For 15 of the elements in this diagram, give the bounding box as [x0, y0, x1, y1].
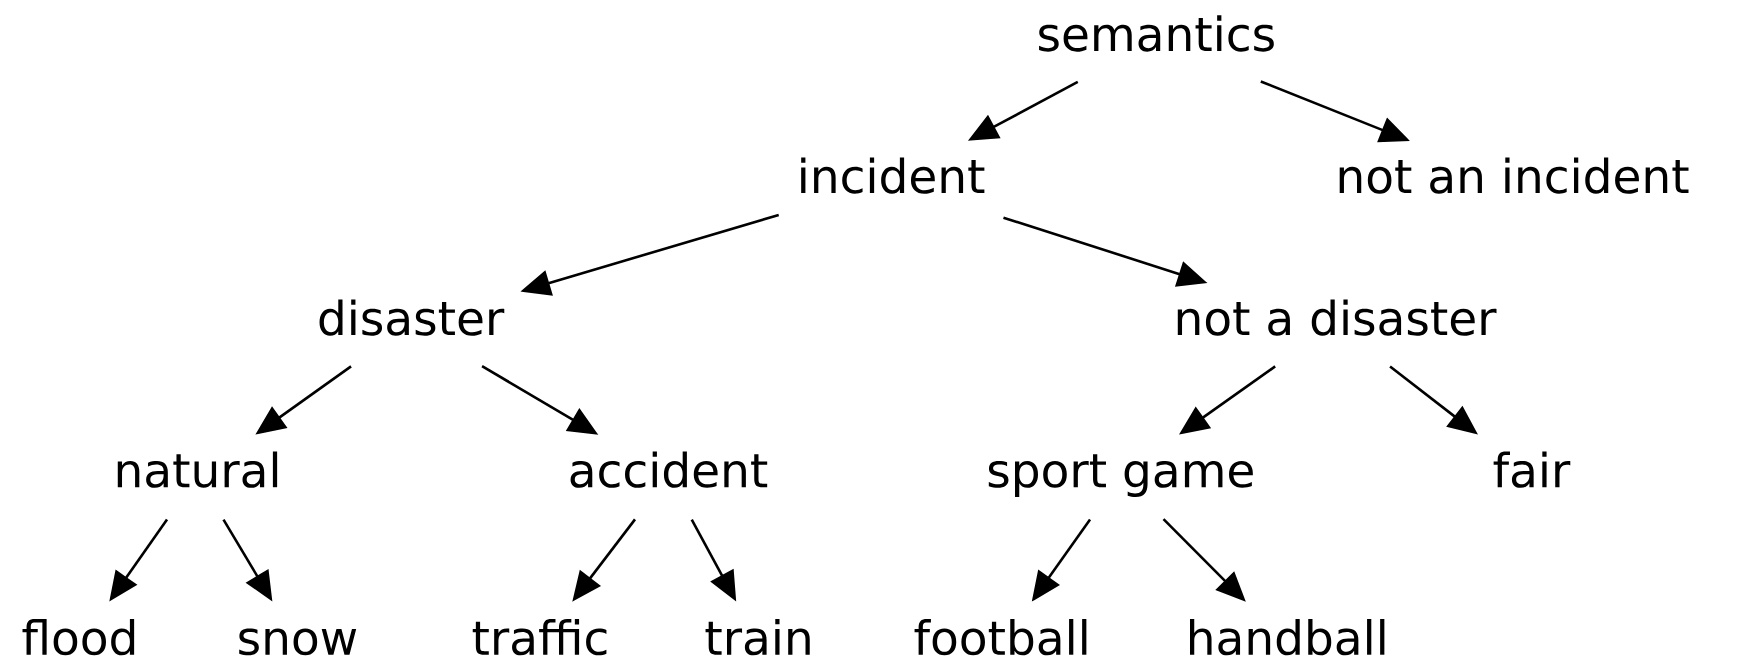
tree-label: train — [705, 619, 810, 656]
tree-label: disaster — [319, 299, 505, 336]
tree-label: not a disaster — [1177, 299, 1497, 336]
tree-label: sport game — [988, 454, 1253, 497]
tree-label: accident — [570, 451, 768, 488]
tree-label: natural — [117, 451, 278, 488]
tree-label: handball — [1190, 619, 1385, 656]
tree-label: flood — [22, 619, 135, 656]
tree-label: traffic — [472, 619, 607, 656]
tree-label: not an incident — [1339, 157, 1689, 194]
tree-label: snow — [239, 628, 357, 656]
tree-label: football — [914, 619, 1087, 656]
tree-label: incident — [801, 157, 985, 194]
tree-label: fair — [1493, 451, 1571, 488]
tree-label: semantics — [1039, 15, 1274, 52]
